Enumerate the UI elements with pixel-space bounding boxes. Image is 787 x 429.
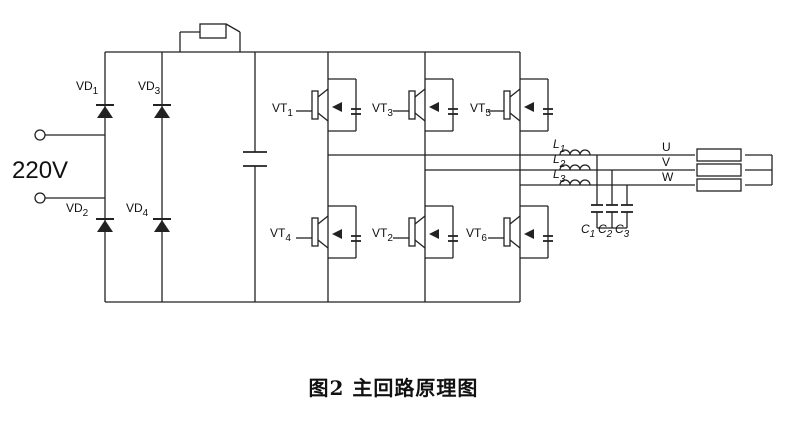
igbt-label-t6: VT6 bbox=[466, 226, 487, 244]
diode-d1 bbox=[97, 106, 113, 118]
figure-caption: 图2 主回路原理图 bbox=[308, 376, 479, 400]
input-terminal bbox=[34, 192, 46, 204]
inductor-3 bbox=[559, 179, 591, 186]
inductor-1 bbox=[559, 149, 591, 156]
igbt-t2 bbox=[393, 205, 458, 259]
igbt-label-t4: VT4 bbox=[270, 226, 291, 244]
inductor-label-3: L3 bbox=[553, 167, 566, 185]
load-resistor-V bbox=[696, 163, 742, 177]
load-resistor-W bbox=[696, 178, 742, 192]
filter-capacitor-label-3: C3 bbox=[615, 222, 630, 240]
bypass-resistor bbox=[199, 23, 227, 39]
igbt-label-t3: VT3 bbox=[372, 101, 393, 119]
inductor-2 bbox=[559, 164, 591, 171]
diode-d4 bbox=[154, 220, 170, 232]
input-voltage-label: 220V bbox=[12, 157, 68, 184]
circuit-wiring bbox=[45, 23, 773, 303]
igbt-label-t5: VT5 bbox=[470, 101, 491, 119]
output-label-W: W bbox=[662, 170, 674, 184]
components-layer bbox=[34, 23, 742, 259]
igbt-t4 bbox=[296, 205, 361, 259]
inductor-label-1: L1 bbox=[553, 137, 565, 155]
diode-d3 bbox=[154, 106, 170, 118]
load-resistor-U bbox=[696, 148, 742, 162]
input-terminal bbox=[34, 129, 46, 141]
diode-label-d1: VD1 bbox=[76, 79, 99, 97]
igbt-t3 bbox=[393, 78, 458, 132]
diode-d2 bbox=[97, 220, 113, 232]
output-label-V: V bbox=[662, 155, 670, 169]
igbt-t5 bbox=[488, 78, 553, 132]
inductor-label-2: L2 bbox=[553, 152, 566, 170]
igbt-label-t2: VT2 bbox=[372, 226, 393, 244]
diode-label-d3: VD3 bbox=[138, 79, 161, 97]
filter-capacitor-label-2: C2 bbox=[598, 222, 613, 240]
igbt-t6 bbox=[488, 205, 553, 259]
diode-label-d4: VD4 bbox=[126, 201, 149, 219]
igbt-t1 bbox=[296, 78, 361, 132]
output-label-U: U bbox=[662, 140, 671, 154]
filter-capacitor-label-1: C1 bbox=[581, 222, 595, 240]
igbt-label-t1: VT1 bbox=[272, 101, 293, 119]
bus-capacitor-gap bbox=[243, 152, 267, 166]
diode-label-d2: VD2 bbox=[66, 201, 89, 219]
